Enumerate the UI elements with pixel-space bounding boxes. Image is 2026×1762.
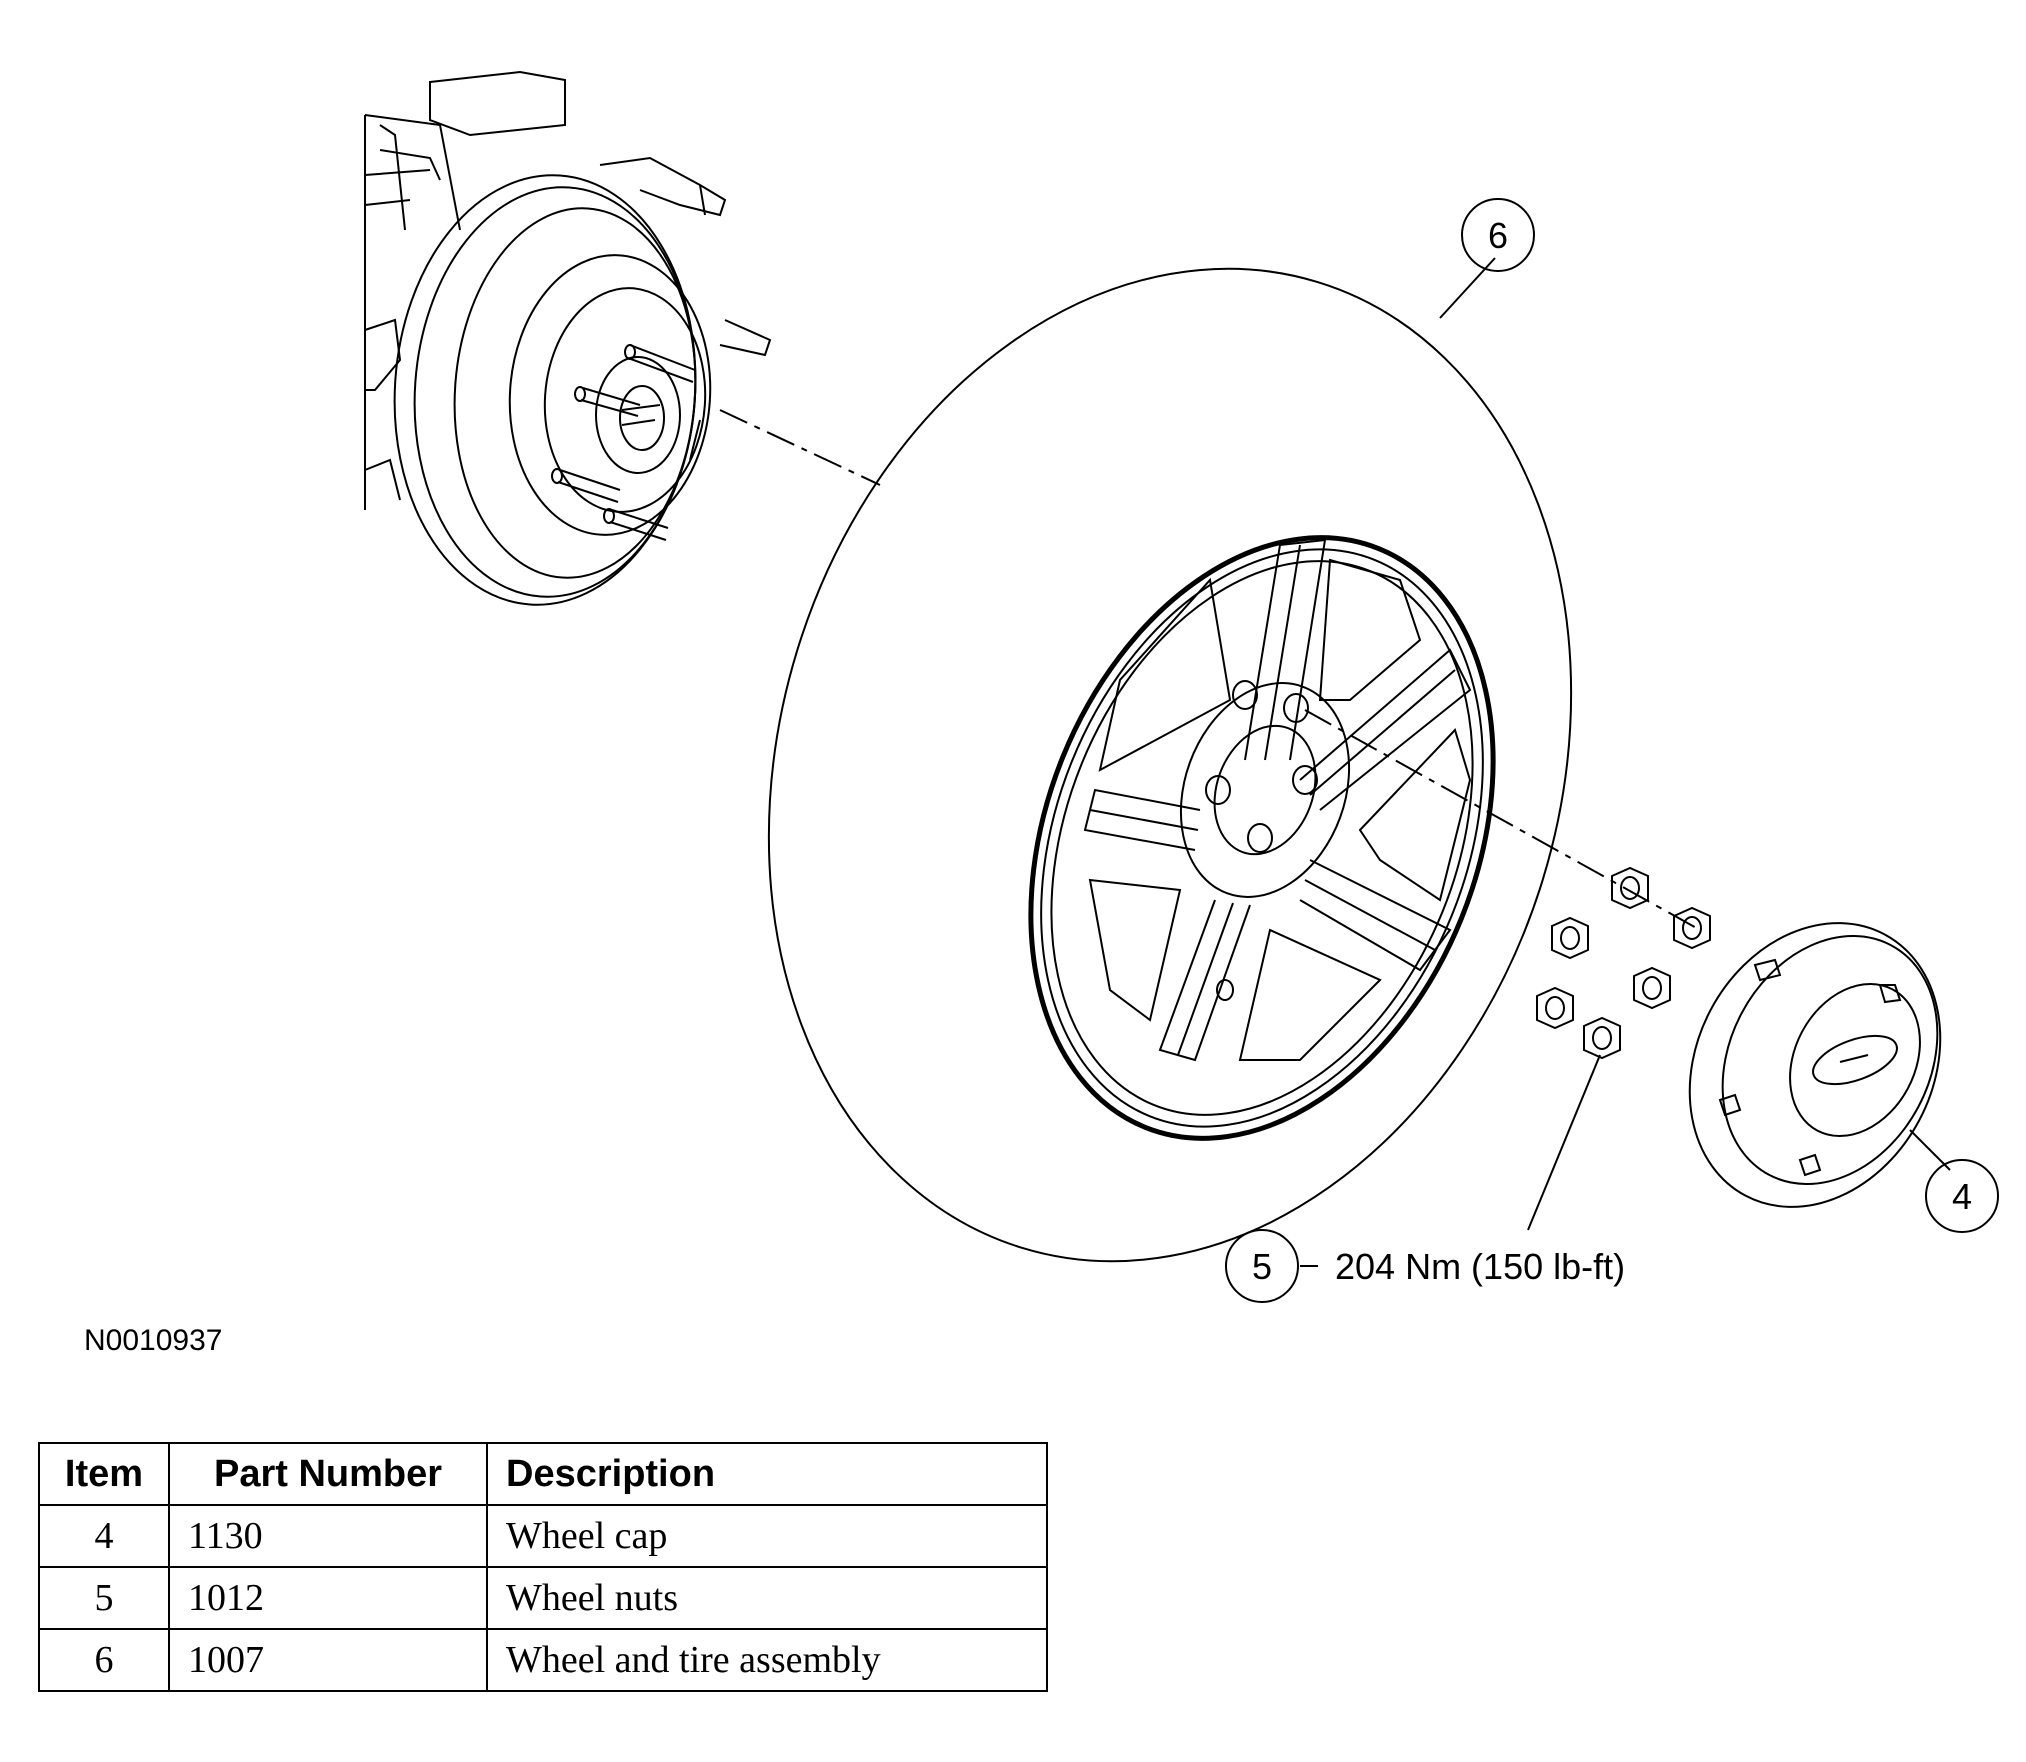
leader-line-5 (1527, 1054, 1601, 1231)
torque-spec: 204 Nm (150 lb-ft) (1335, 1246, 1625, 1287)
callout-circle-6 (1461, 198, 1535, 272)
callout-circle-4 (1925, 1159, 1999, 1233)
wheel-nut (1551, 916, 1589, 960)
header-description: Description (486, 1442, 1048, 1506)
wheel-nut (1633, 966, 1671, 1010)
parts-table: Item Part Number Description 4 1130 Whee… (38, 1442, 1048, 1692)
wheel-nut (1536, 986, 1574, 1030)
brake-rotor-hub-assembly (364, 70, 772, 606)
cell-part-number: 1012 (168, 1566, 488, 1630)
wheel-nut (1611, 866, 1649, 910)
figure-id: N0010937 (84, 1324, 223, 1357)
table-row: 5 1012 Wheel nuts (38, 1566, 1048, 1630)
hub-centerline (719, 409, 881, 486)
wheel-nut (1673, 906, 1711, 950)
parts-table-header-row: Item Part Number Description (38, 1442, 1048, 1506)
header-item: Item (38, 1442, 170, 1506)
table-row: 6 1007 Wheel and tire assembly (38, 1628, 1048, 1692)
callout-circle-5 (1225, 1229, 1299, 1303)
cell-item: 5 (38, 1566, 170, 1630)
cell-description: Wheel nuts (486, 1566, 1048, 1630)
leader-line-6 (1439, 257, 1496, 319)
cell-description: Wheel cap (486, 1504, 1048, 1568)
leader-line-4 (1909, 1129, 1951, 1171)
wheel-cap (1688, 922, 1942, 1208)
callout-label-5: 5 (1252, 1246, 1272, 1287)
cell-description: Wheel and tire assembly (486, 1628, 1048, 1692)
wheel-tire-assembly (767, 267, 1573, 1263)
cell-part-number: 1007 (168, 1628, 488, 1692)
wheel-nuts (1536, 866, 1711, 1060)
cell-item: 6 (38, 1628, 170, 1692)
wheel-nut (1583, 1016, 1621, 1060)
callout-label-4: 4 (1952, 1176, 1972, 1217)
cell-part-number: 1130 (168, 1504, 488, 1568)
table-row: 4 1130 Wheel cap (38, 1504, 1048, 1568)
callout-label-6: 6 (1488, 215, 1508, 256)
header-part-number: Part Number (168, 1442, 488, 1506)
cell-item: 4 (38, 1504, 170, 1568)
lug-centerline (1304, 709, 1701, 931)
